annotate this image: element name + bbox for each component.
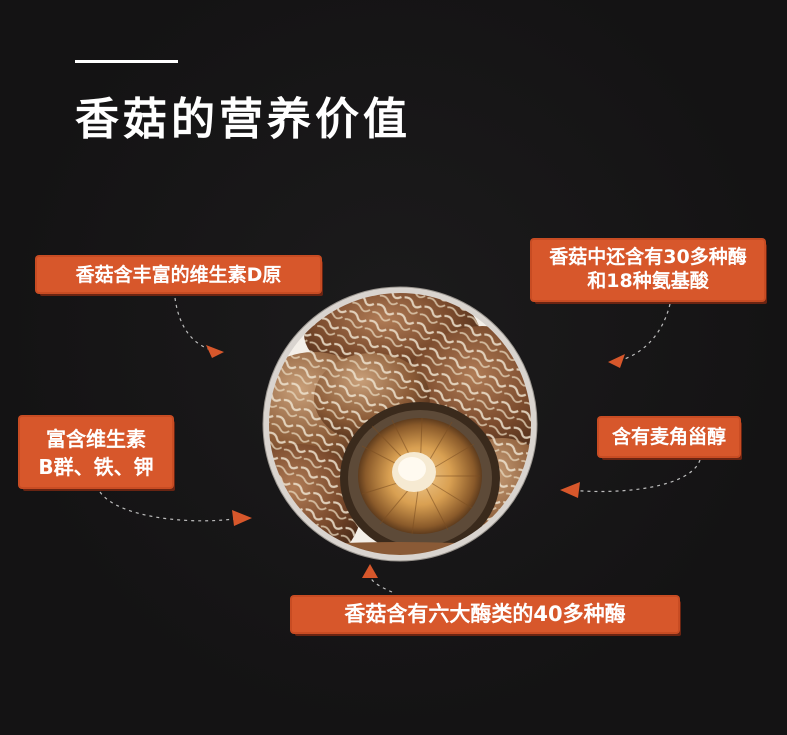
page-title: 香菇的营养价值 <box>75 94 411 145</box>
callout-vitamin-b-line2: B群、铁、钾 <box>38 455 154 479</box>
callout-enzymes-line1: 香菇中还含有30多种酶 <box>549 246 747 268</box>
callout-vitamin-d: 香菇含丰富的维生素D原 <box>37 257 320 292</box>
callout-ergosterol: 含有麦角甾醇 <box>599 418 739 456</box>
callout-ergosterol-text: 含有麦角甾醇 <box>611 426 726 448</box>
callout-enzymes-line2: 和18种氨基酸 <box>587 270 709 292</box>
arrow-head <box>206 345 224 358</box>
callout-vitamin-b-line1: 富含维生素 <box>46 427 146 451</box>
title-rule <box>75 60 178 63</box>
callout-forty-enzymes-text: 香菇含有六大酶类的40多种酶 <box>344 602 626 626</box>
callout-forty-enzymes: 香菇含有六大酶类的40多种酶 <box>292 597 678 632</box>
callout-enzymes: 香菇中还含有30多种酶 和18种氨基酸 <box>532 240 764 300</box>
callout-vitamin-d-text: 香菇含丰富的维生素D原 <box>75 264 282 286</box>
dried-shiitake-mushrooms-icon <box>262 286 538 562</box>
callout-vitamin-b: 富含维生素 B群、铁、钾 <box>20 417 172 487</box>
